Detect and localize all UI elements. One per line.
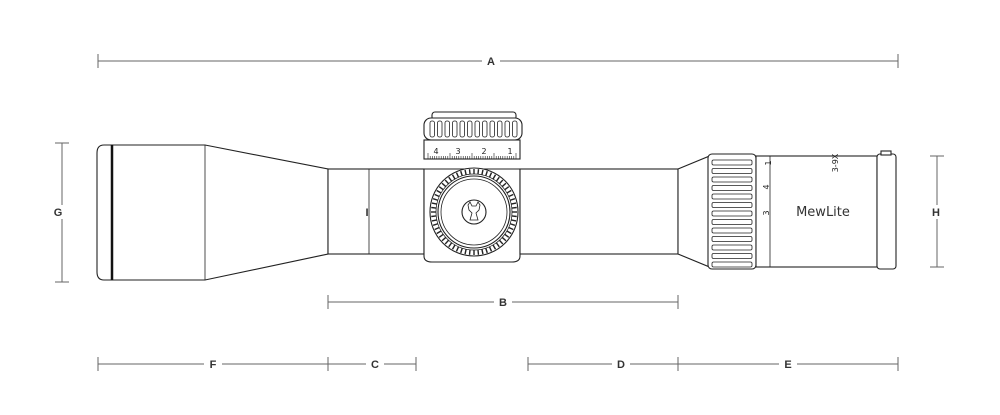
- mag-mark-3: 3: [762, 210, 771, 215]
- brand-name: MewLite: [796, 205, 850, 220]
- mag-mark-4: 4: [762, 184, 771, 189]
- dimension-b: B: [327, 295, 679, 309]
- eyepiece-housing: [755, 155, 878, 268]
- cat-silhouette-icon: [467, 201, 481, 221]
- mag-mark-1: 1: [764, 160, 773, 165]
- dimension-label-e: E: [784, 359, 791, 371]
- dimension-label-a: A: [487, 56, 495, 68]
- magnification-range: 3-9X: [831, 153, 840, 172]
- windage-turret[interactable]: [429, 167, 519, 257]
- front-tube: [327, 168, 425, 255]
- dimension-c: C: [328, 357, 417, 371]
- dimension-f: F: [97, 357, 329, 371]
- dimension-label-d: D: [617, 359, 625, 371]
- dimension-label-c: C: [371, 359, 379, 371]
- objective-bell: [96, 144, 329, 281]
- turret-scale-number: 1: [507, 147, 512, 156]
- dimension-label-g: G: [54, 207, 63, 219]
- dimension-a: A: [97, 53, 899, 68]
- eyepiece-cap: [876, 153, 897, 270]
- power-ring-transition: [677, 154, 713, 269]
- turret-scale-number: 3: [455, 147, 460, 156]
- dimension-h: H: [928, 155, 948, 268]
- elevation-turret[interactable]: 4 3 2 1: [423, 111, 523, 160]
- dimension-g: G: [50, 142, 74, 283]
- dimension-label-f: F: [210, 359, 217, 371]
- dimension-label-h: H: [932, 207, 940, 219]
- dimension-e: E: [678, 357, 899, 371]
- diopter-notch: [880, 150, 892, 156]
- dimension-label-i: I: [365, 207, 368, 219]
- rear-tube: [519, 168, 679, 255]
- dimension-d: D: [527, 357, 679, 371]
- turret-scale-number: 4: [433, 147, 438, 156]
- turret-scale-number: 2: [481, 147, 486, 156]
- magnification-ring[interactable]: [707, 153, 757, 270]
- dimension-label-b: B: [499, 297, 507, 309]
